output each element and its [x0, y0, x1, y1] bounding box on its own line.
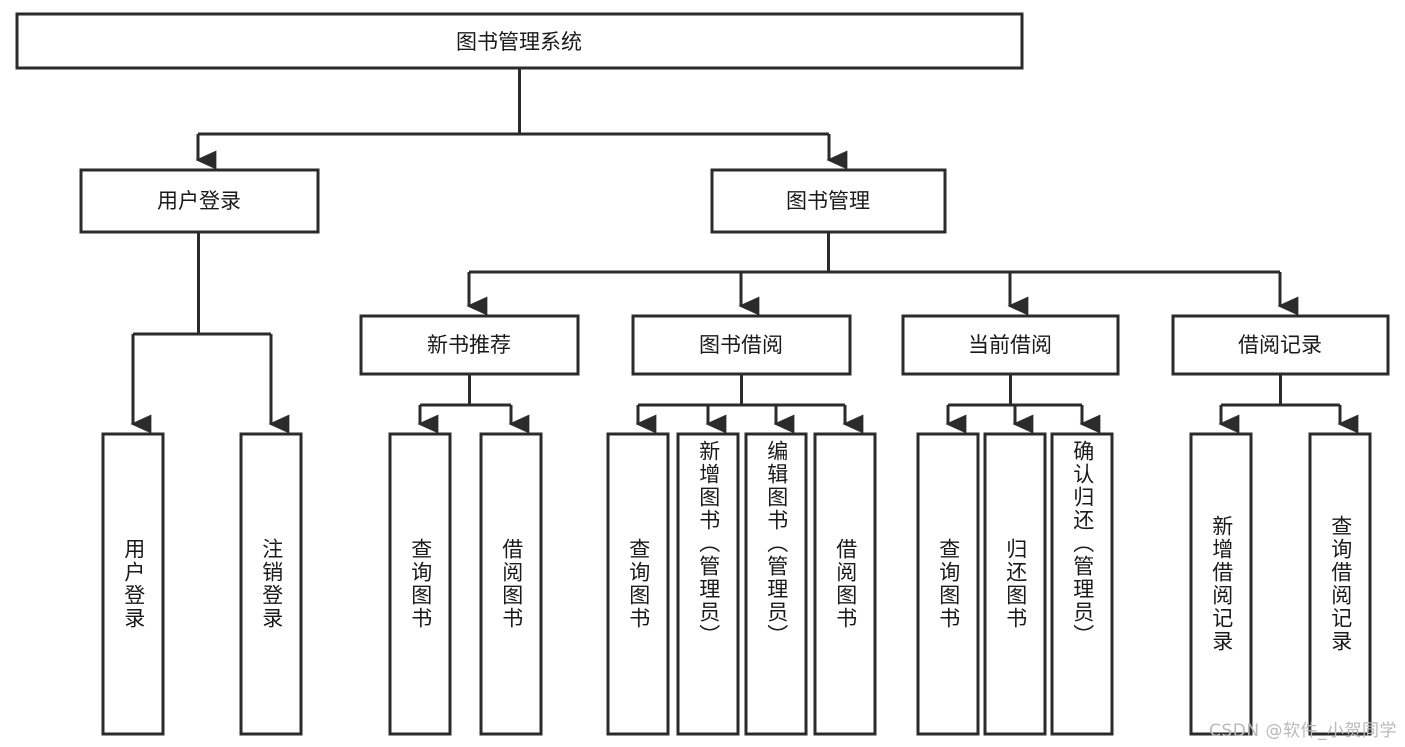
leaf-box-query-book-1[interactable]	[388, 432, 452, 736]
leaf-box-confirm-return[interactable]	[1050, 432, 1114, 736]
node-new-book-recommend-label: 新书推荐	[427, 333, 511, 357]
leaf-box-return-book[interactable]	[983, 432, 1047, 736]
leaf-box-query-book-2[interactable]	[606, 432, 670, 736]
node-book-borrow-label: 图书借阅	[699, 333, 783, 357]
leaf-box-logout[interactable]	[239, 432, 303, 736]
node-user-login[interactable]	[79, 168, 320, 234]
watermark: CSDN @软件_小贺同学	[1209, 721, 1397, 741]
node-current-borrow-label: 当前借阅	[968, 333, 1052, 357]
node-book-borrow[interactable]	[631, 314, 852, 376]
node-user-login-label: 用户登录	[157, 189, 241, 213]
leaf-box-edit-book[interactable]	[744, 432, 808, 736]
leaf-box-borrow-book-1[interactable]	[479, 432, 543, 736]
node-current-borrow[interactable]	[901, 314, 1120, 376]
leaf-box-query-record[interactable]	[1308, 432, 1372, 736]
node-borrow-record[interactable]	[1171, 314, 1390, 376]
leaf-box-add-record[interactable]	[1189, 432, 1253, 736]
node-book-manage-label: 图书管理	[786, 189, 870, 213]
node-new-book-recommend[interactable]	[359, 314, 580, 376]
leaf-box-add-book[interactable]	[676, 432, 740, 736]
leaf-box-query-book-3[interactable]	[916, 432, 980, 736]
node-book-manage[interactable]	[710, 168, 947, 234]
node-root[interactable]	[15, 12, 1024, 70]
leaf-box-borrow-book-2[interactable]	[813, 432, 877, 736]
leaf-box-user-login[interactable]	[101, 432, 165, 736]
node-root-label: 图书管理系统	[456, 30, 582, 54]
node-borrow-record-label: 借阅记录	[1238, 333, 1322, 357]
